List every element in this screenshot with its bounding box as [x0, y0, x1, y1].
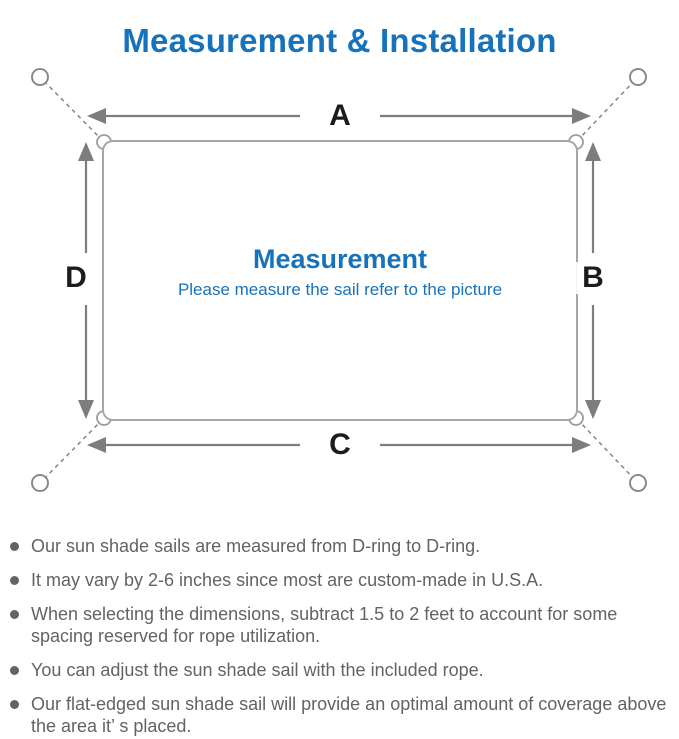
anchor-ring-icon [31, 474, 49, 492]
note-text: Our flat-edged sun shade sail will provi… [31, 694, 667, 736]
caption-title: Measurement [252, 244, 428, 274]
sail-center-caption: Measurement Please measure the sail refe… [103, 244, 577, 300]
note-text: You can adjust the sun shade sail with t… [31, 660, 484, 680]
list-item: You can adjust the sun shade sail with t… [10, 659, 673, 681]
notes-list: Our sun shade sails are measured from D-… [10, 535, 673, 739]
bullet-dot-icon [10, 542, 19, 551]
tie-line-bottom-left [39, 418, 104, 484]
caption-subtitle: Please measure the sail refer to the pic… [177, 280, 503, 299]
list-item: Our sun shade sails are measured from D-… [10, 535, 673, 557]
anchor-ring-icon [629, 68, 647, 86]
tie-rope-lines [39, 76, 639, 484]
tie-line-bottom-right [576, 418, 639, 484]
list-item: It may vary by 2-6 inches since most are… [10, 569, 673, 591]
measurement-diagram: A B C D Measurement Please measure the s… [31, 68, 647, 492]
arrow-d [78, 142, 94, 419]
arrow-b [585, 142, 601, 419]
anchor-rings [31, 68, 647, 492]
list-item: When selecting the dimensions, subtract … [10, 603, 673, 647]
bullet-dot-icon [10, 700, 19, 709]
list-item: Our flat-edged sun shade sail will provi… [10, 693, 673, 737]
anchor-ring-icon [629, 474, 647, 492]
page-title: Measurement & Installation [122, 22, 557, 60]
arrow-a [87, 108, 591, 124]
bullet-dot-icon [10, 666, 19, 675]
dimension-label-d: D [59, 262, 93, 294]
note-text: It may vary by 2-6 inches since most are… [31, 570, 544, 590]
dimension-label-b: B [576, 262, 610, 294]
note-text: When selecting the dimensions, subtract … [31, 604, 618, 646]
arrow-c [87, 437, 591, 453]
bullet-dot-icon [10, 610, 19, 619]
tie-line-top-right [576, 76, 639, 142]
dimension-label-c: C [323, 429, 357, 461]
dimension-arrows [78, 108, 601, 453]
dimension-label-a: A [323, 100, 357, 132]
tie-line-top-left [39, 76, 104, 142]
note-text: Our sun shade sails are measured from D-… [31, 536, 481, 556]
anchor-ring-icon [31, 68, 49, 86]
bullet-dot-icon [10, 576, 19, 585]
